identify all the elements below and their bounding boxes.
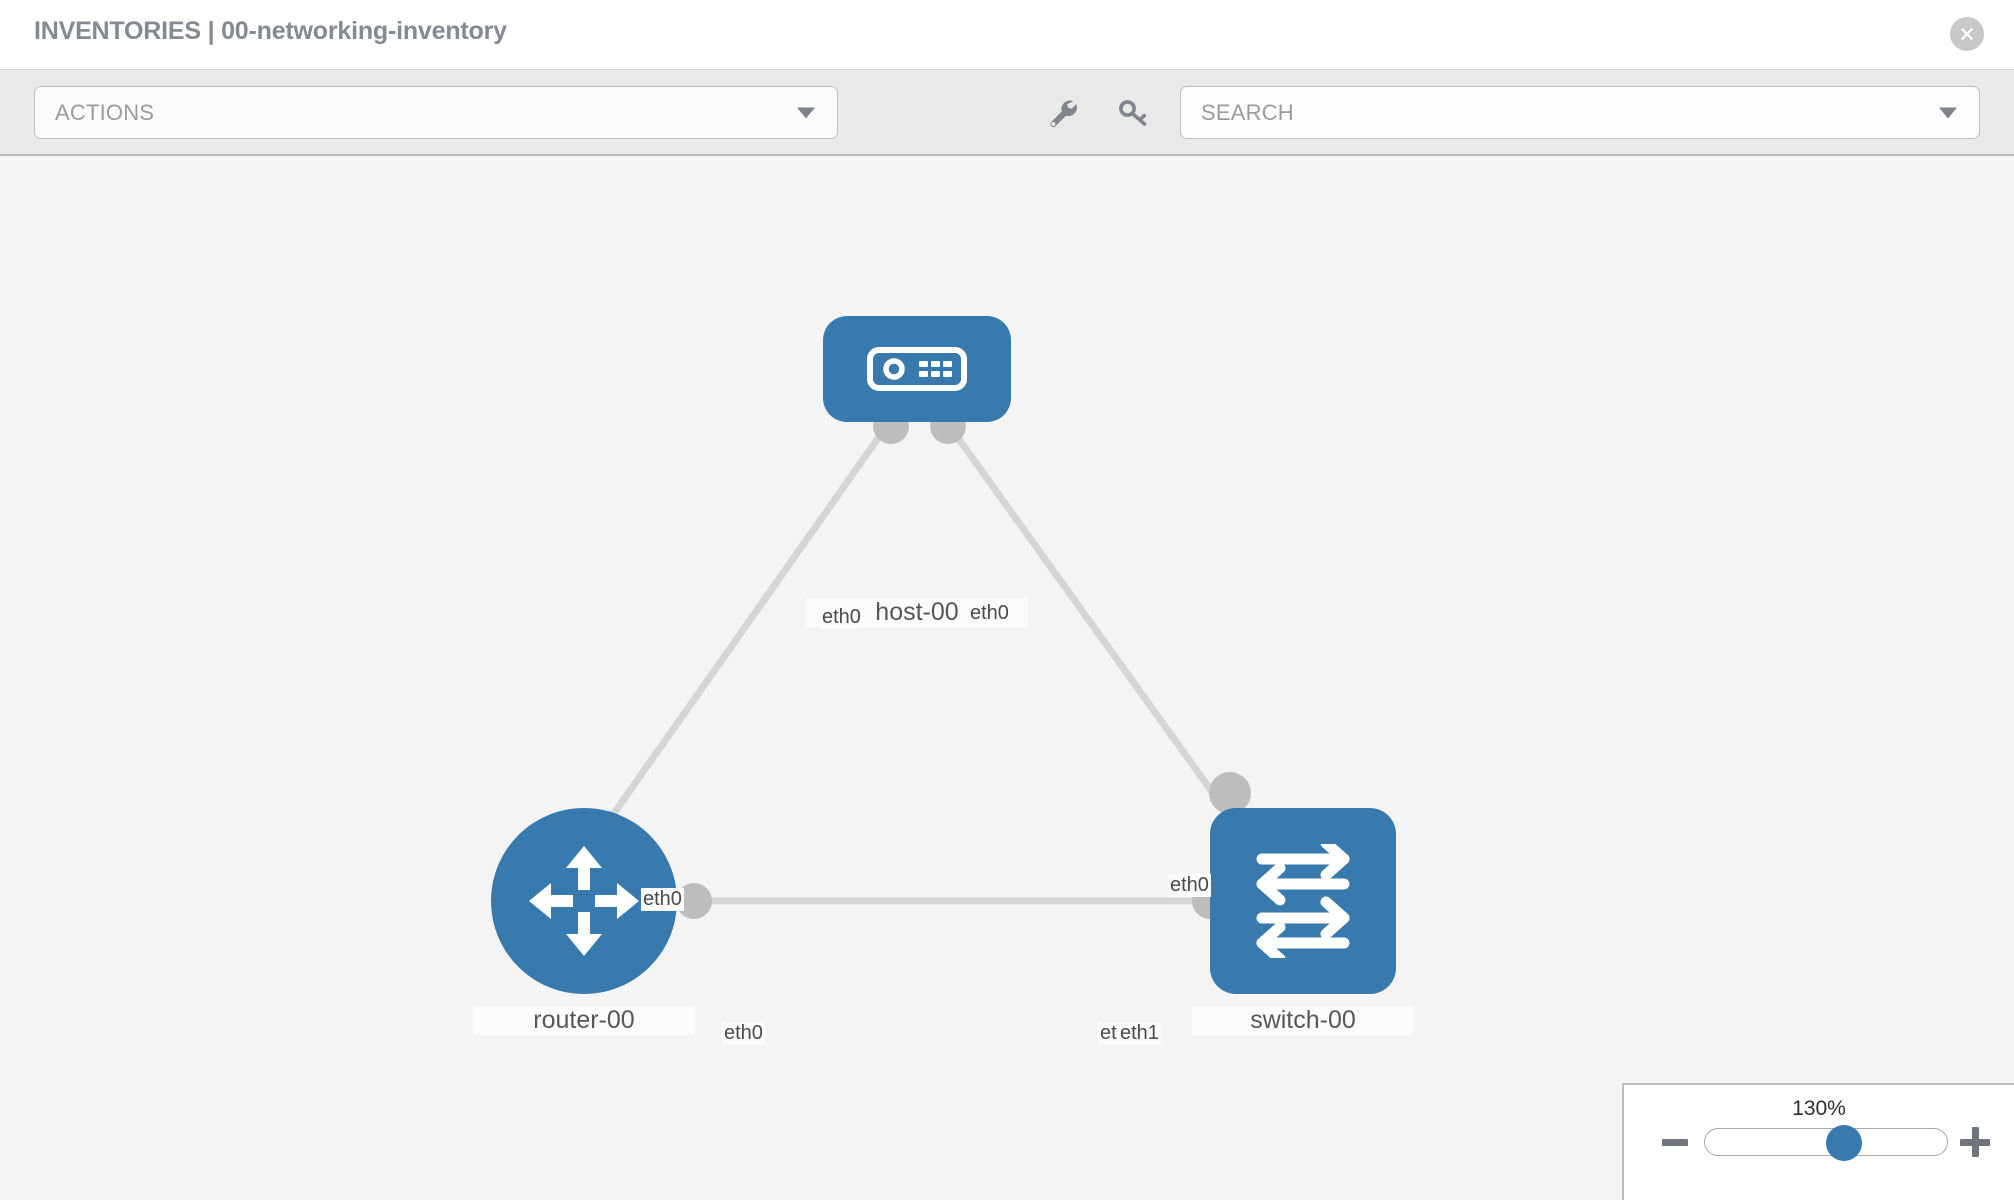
wrench-icon[interactable] [1040, 90, 1086, 136]
server-appliance-icon [867, 347, 967, 391]
edge-host00-router00 [595, 421, 891, 839]
bidirectional-arrows-icon [1256, 844, 1350, 958]
edge-label-router00-eth0: eth0 [722, 1022, 765, 1045]
four-arrows-inward-icon [529, 846, 639, 956]
node-host-00[interactable]: host-00 [806, 316, 1028, 627]
page-header: INVENTORIES | 00-networking-inventory [0, 0, 2014, 70]
key-icon[interactable] [1110, 90, 1156, 136]
port-switch00-eth0[interactable] [1209, 772, 1251, 814]
zoom-percent-label: 130% [1792, 1097, 1846, 1120]
edge-label-host00-right: eth0 [968, 602, 1011, 625]
edge-label-host00-left: eth0 [820, 606, 863, 629]
chevron-down-icon[interactable] [1939, 107, 1957, 118]
node-switch-00[interactable]: switch-00 [1192, 808, 1414, 1035]
toolbar: ACTIONS SEARCH [0, 70, 2014, 156]
actions-dropdown-label: ACTIONS [55, 100, 155, 125]
node-label-router-00: router-00 [473, 1006, 695, 1035]
zoom-control-panel: 130% [1622, 1083, 2014, 1200]
zoom-slider[interactable] [1704, 1125, 1948, 1161]
zoom-slider-thumb[interactable] [1825, 1125, 1862, 1161]
topology-canvas[interactable]: host-00 router-00 [0, 156, 2014, 1200]
zoom-out-button[interactable] [1662, 1139, 1688, 1146]
edge-label-router00-uplink: eth0 [641, 888, 684, 911]
node-label-switch-00: switch-00 [1192, 1006, 1414, 1035]
actions-dropdown[interactable]: ACTIONS [34, 86, 838, 139]
topology-edges [595, 421, 1241, 905]
search-placeholder: SEARCH [1201, 100, 1294, 125]
chevron-down-icon [797, 107, 815, 118]
zoom-in-button[interactable] [1960, 1127, 1990, 1157]
edge-label-switch00-eth1: eth1 [1118, 1022, 1161, 1045]
edge-host00-switch00 [945, 421, 1241, 831]
edge-label-switch00-uplink: eth0 [1168, 874, 1211, 897]
search-input[interactable]: SEARCH [1180, 86, 1980, 139]
switch-node-shape [1210, 808, 1396, 994]
node-router-00[interactable]: router-00 [473, 808, 695, 1035]
host-node-shape [823, 316, 1011, 422]
page-title: INVENTORIES | 00-networking-inventory [34, 17, 507, 45]
close-icon[interactable] [1950, 17, 1984, 51]
